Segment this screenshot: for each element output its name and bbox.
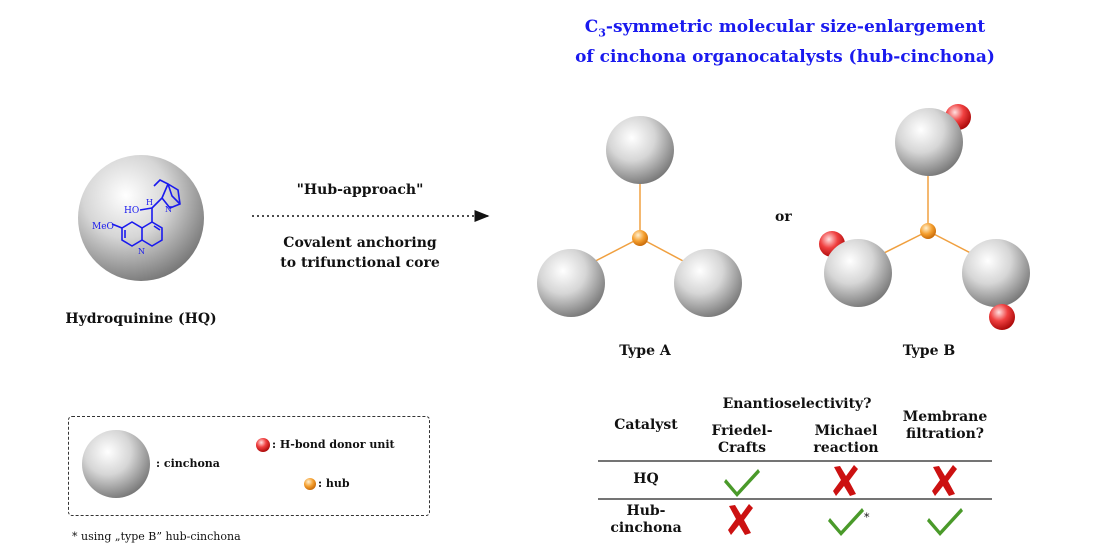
type-a-label: Type A <box>619 343 671 359</box>
legend-donor-label: : H-bond donor unit <box>272 438 395 451</box>
table-col-catalyst: Catalyst <box>614 417 678 433</box>
arrow-bottom-line2: to trifunctional core <box>280 255 440 271</box>
type-b-label: Type B <box>902 343 956 359</box>
type-b-structure <box>819 104 1030 330</box>
legend-cinchona-icon <box>82 430 150 498</box>
molecule-n-quinoline: N <box>138 247 145 256</box>
table-group-header: Enantioselectivity? <box>722 396 872 412</box>
table-row-hub-name-line2: cinchona <box>610 520 682 536</box>
type-a-structure <box>537 116 742 317</box>
type-a-cinchona-right <box>674 249 742 317</box>
mark-hub-friedel-cross-icon <box>728 504 753 535</box>
type-a-hub <box>632 230 648 246</box>
table-col-membrane-line2: filtration? <box>906 426 984 442</box>
hq-sphere <box>78 155 204 281</box>
mark-hq-friedel-check-icon <box>724 469 760 497</box>
type-a-cinchona-top <box>606 116 674 184</box>
table-col-friedel-line2: Crafts <box>718 440 766 456</box>
mark-hub-membrane-check-icon <box>927 508 963 536</box>
arrow-bottom-line1: Covalent anchoring <box>283 235 437 251</box>
table-col-membrane-line1: Membrane <box>902 409 988 425</box>
footnote: * using „type B” hub-cinchona <box>72 530 241 543</box>
type-b-cinchona-left <box>824 239 892 307</box>
or-label: or <box>775 209 792 225</box>
legend-cinchona-label: : cinchona <box>156 457 220 470</box>
type-a-cinchona-left <box>537 249 605 317</box>
table-col-michael-line2: reaction <box>813 440 879 456</box>
molecule-n-quinuclidine: N <box>165 205 172 214</box>
mark-hub-michael-check-icon <box>828 508 864 536</box>
table-col-friedel-line1: Friedel- <box>711 423 773 439</box>
type-b-cinchona-top <box>895 108 963 176</box>
type-b-cinchona-right <box>962 239 1030 307</box>
hq-label: Hydroquinine (HQ) <box>65 311 217 327</box>
mark-hq-membrane-cross-icon <box>932 465 957 496</box>
table-col-michael-line1: Michael <box>814 423 878 439</box>
molecule-h: H <box>146 198 153 207</box>
molecule-meo: MeO <box>92 222 114 232</box>
legend-donor-icon <box>256 438 270 452</box>
type-b-donor-right <box>989 304 1015 330</box>
legend-box <box>68 416 430 516</box>
table-row-hq-name: HQ <box>633 471 659 487</box>
arrow-top-label: "Hub-approach" <box>296 182 424 198</box>
table-row-hub-michael-footnote-mark: * <box>864 511 870 524</box>
mark-hq-michael-cross-icon <box>833 465 858 496</box>
molecule-ho: HO <box>124 206 139 216</box>
table-row-hub-name-line1: Hub- <box>626 503 666 519</box>
diagram-title-line1: C3-symmetric molecular size-enlargement <box>584 17 986 40</box>
legend-hub-label: : hub <box>318 477 350 490</box>
legend-hub-icon <box>304 478 316 490</box>
hydroquinine-structure <box>111 179 181 247</box>
type-b-hub <box>920 223 936 239</box>
diagram-title-line2: of cinchona organocatalysts (hub-cinchon… <box>575 47 995 67</box>
